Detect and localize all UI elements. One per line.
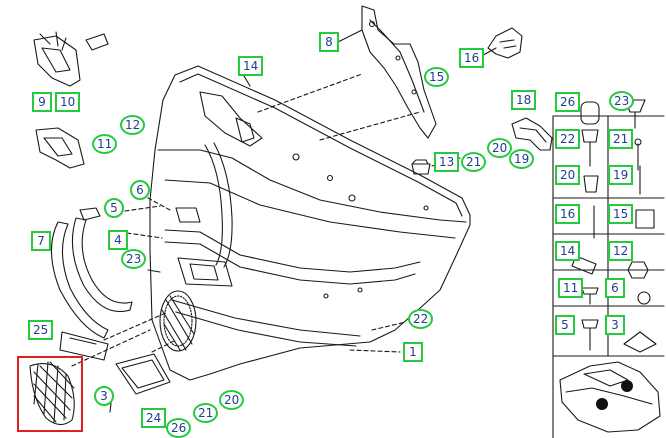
parts-list-6[interactable]: 6 xyxy=(605,278,625,298)
parts-list-14[interactable]: 14 xyxy=(555,241,581,261)
callout-3[interactable]: 3 xyxy=(94,386,114,406)
parts-list-19[interactable]: 19 xyxy=(608,165,634,185)
callout-24[interactable]: 24 xyxy=(141,408,167,428)
callout-9[interactable]: 9 xyxy=(32,92,52,112)
callout-20-lower[interactable]: 20 xyxy=(219,390,245,410)
callout-10[interactable]: 10 xyxy=(55,92,81,112)
callout-23[interactable]: 23 xyxy=(121,249,147,269)
clip-13 xyxy=(411,159,431,175)
callout-19[interactable]: 19 xyxy=(509,149,535,169)
parts-list-icons xyxy=(571,99,657,353)
parts-list-3[interactable]: 3 xyxy=(605,315,625,335)
part-16 xyxy=(487,27,523,59)
selected-part-highlight xyxy=(17,356,83,432)
location-marker-lower xyxy=(596,398,608,410)
callout-18[interactable]: 18 xyxy=(511,90,537,110)
leader-ticks xyxy=(109,29,497,413)
parts-list-15[interactable]: 15 xyxy=(608,204,634,224)
callout-25[interactable]: 25 xyxy=(28,320,54,340)
part-7-strip xyxy=(50,207,133,339)
part-25 xyxy=(59,331,109,361)
parts-list-20[interactable]: 20 xyxy=(555,165,581,185)
parts-list-11[interactable]: 11 xyxy=(558,278,584,298)
parts-list-22[interactable]: 22 xyxy=(555,129,581,149)
part-18 xyxy=(511,117,553,151)
parts-list-21[interactable]: 21 xyxy=(608,129,634,149)
callout-7[interactable]: 7 xyxy=(31,231,51,251)
car-outline xyxy=(559,361,661,433)
callout-13[interactable]: 13 xyxy=(434,152,460,172)
highlighted-grille xyxy=(29,361,75,426)
callout-5[interactable]: 5 xyxy=(104,198,124,218)
callout-21[interactable]: 21 xyxy=(461,152,487,172)
part-11-handle xyxy=(35,127,85,169)
callout-6[interactable]: 6 xyxy=(130,180,150,200)
callout-11[interactable]: 11 xyxy=(92,134,118,154)
callout-12[interactable]: 12 xyxy=(120,115,146,135)
callout-15[interactable]: 15 xyxy=(424,67,450,87)
callout-22[interactable]: 22 xyxy=(408,309,434,329)
part-9-10-top xyxy=(33,31,109,87)
callout-20[interactable]: 20 xyxy=(487,138,513,158)
parts-list-16[interactable]: 16 xyxy=(555,204,581,224)
parts-list-grid xyxy=(552,115,665,438)
callout-4[interactable]: 4 xyxy=(108,230,128,250)
parts-list-12[interactable]: 12 xyxy=(608,241,634,261)
parts-list-23[interactable]: 23 xyxy=(609,91,635,111)
location-marker-upper xyxy=(621,380,633,392)
bracket-8 xyxy=(361,5,437,139)
parts-list-5[interactable]: 5 xyxy=(555,315,575,335)
callout-1[interactable]: 1 xyxy=(403,342,423,362)
callout-26[interactable]: 26 xyxy=(166,418,192,438)
parts-list-26[interactable]: 26 xyxy=(555,92,581,112)
callout-14[interactable]: 14 xyxy=(238,56,264,76)
door-trim-panel xyxy=(149,65,471,381)
panel-speaker-grille xyxy=(159,290,197,352)
callout-8[interactable]: 8 xyxy=(319,32,339,52)
callout-16[interactable]: 16 xyxy=(459,48,485,68)
part-24-pocket xyxy=(115,353,171,395)
callout-21-lower[interactable]: 21 xyxy=(193,403,219,423)
